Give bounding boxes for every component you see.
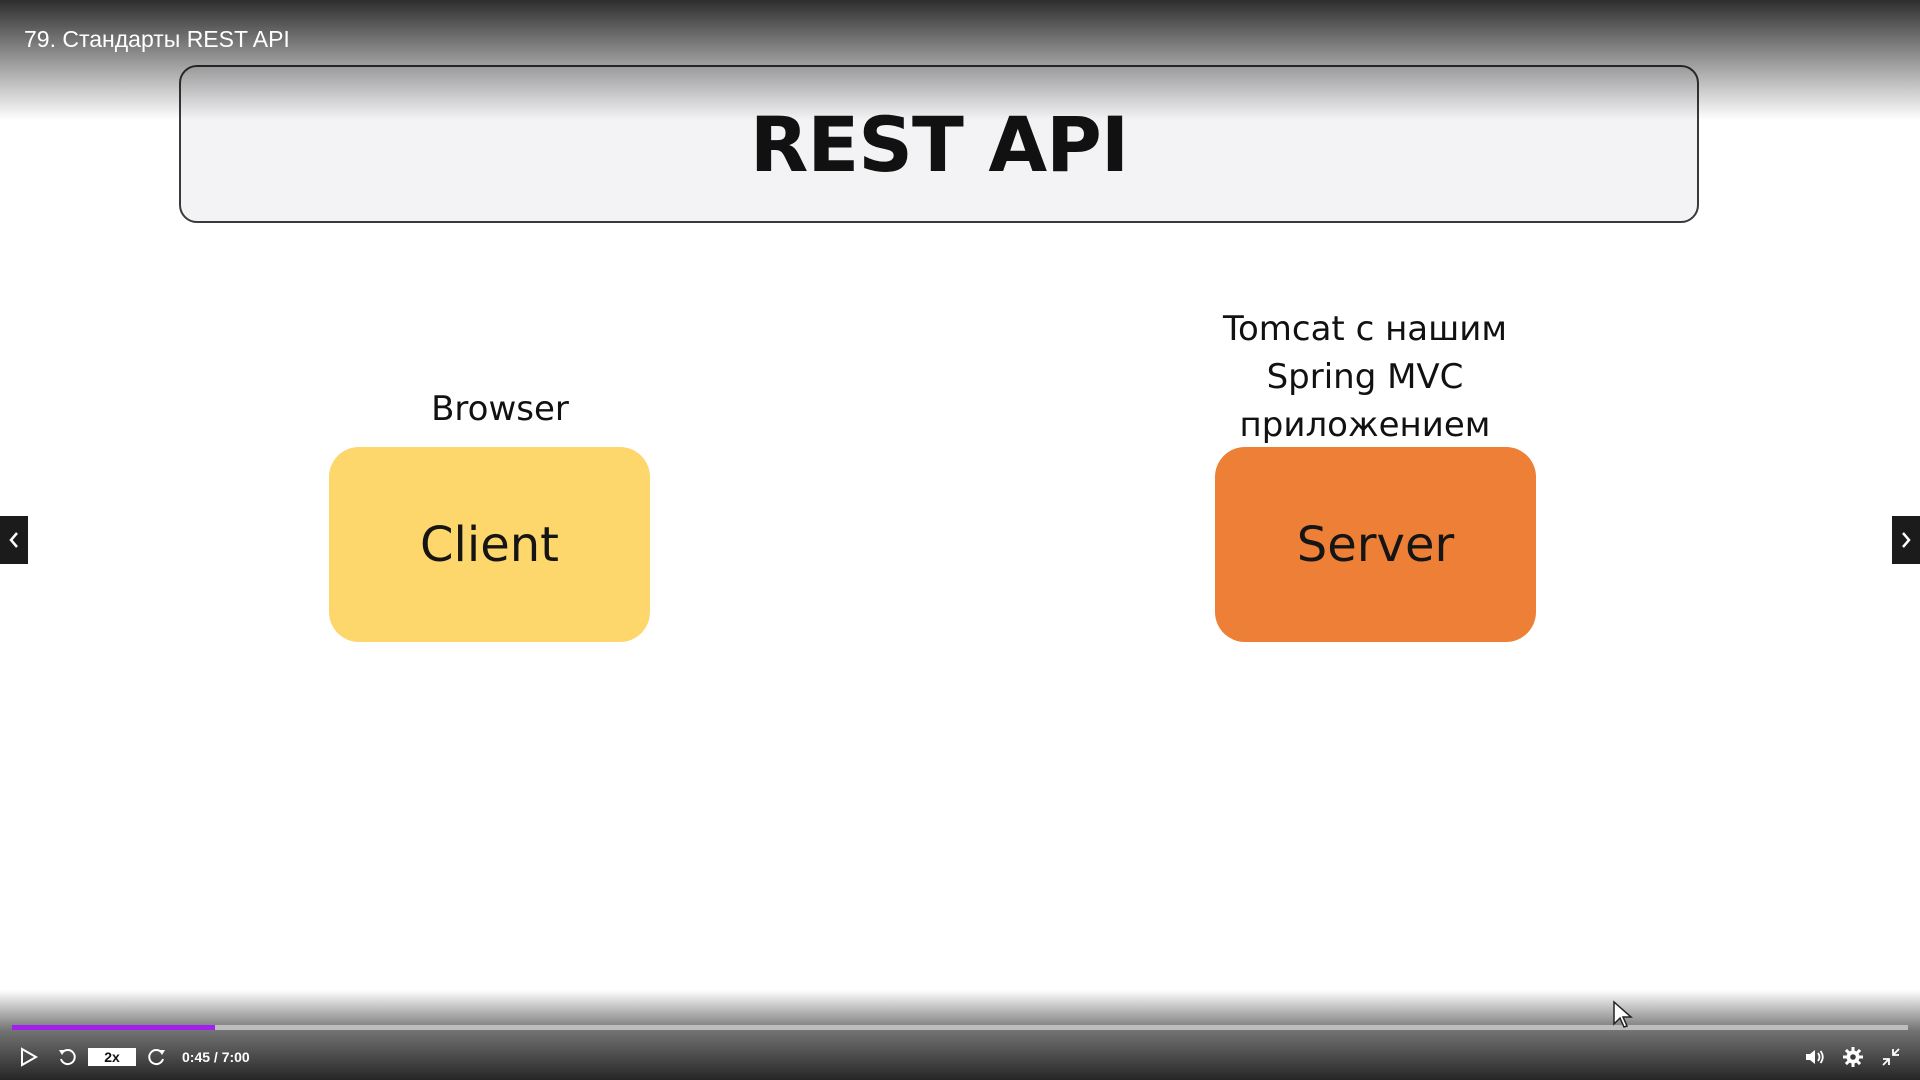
chevron-left-icon [9, 532, 18, 548]
video-title: 79. Стандарты REST API [24, 26, 290, 52]
forward-icon [148, 1049, 165, 1066]
mouse-cursor-icon [1612, 1000, 1634, 1035]
previous-lecture-button[interactable] [0, 516, 28, 564]
client-caption: Browser [431, 389, 569, 429]
exit-fullscreen-icon [1882, 1048, 1900, 1066]
control-bar: 2x 0:45 / 7:00 [0, 1042, 1920, 1072]
exit-fullscreen-button[interactable] [1876, 1042, 1906, 1072]
gear-icon [1843, 1047, 1863, 1067]
client-label: Client [420, 516, 559, 573]
chevron-right-icon [1902, 532, 1911, 548]
server-caption: Tomcat с нашим Spring MVC приложением [1190, 305, 1540, 449]
client-node: Client [329, 447, 650, 642]
slide-title-box: REST API [179, 65, 1699, 223]
progress-bar[interactable] [12, 1025, 1908, 1030]
forward-button[interactable] [142, 1042, 172, 1072]
server-caption-line: приложением [1239, 405, 1491, 445]
play-button[interactable] [14, 1042, 44, 1072]
controls-overlay [0, 990, 1920, 1080]
rewind-icon [59, 1049, 76, 1066]
server-caption-line: Spring MVC [1266, 357, 1464, 397]
settings-button[interactable] [1838, 1042, 1868, 1072]
play-icon [21, 1047, 38, 1067]
rewind-button[interactable] [52, 1042, 82, 1072]
playback-speed-button[interactable]: 2x [88, 1048, 136, 1066]
time-display: 0:45 / 7:00 [182, 1049, 250, 1065]
volume-button[interactable] [1800, 1042, 1830, 1072]
next-lecture-button[interactable] [1892, 516, 1920, 564]
server-node: Server [1215, 447, 1536, 642]
volume-icon [1806, 1050, 1824, 1064]
slide-title: REST API [749, 99, 1129, 189]
server-label: Server [1296, 516, 1455, 573]
server-caption-line: Tomcat с нашим [1222, 309, 1507, 349]
progress-fill [12, 1025, 215, 1030]
